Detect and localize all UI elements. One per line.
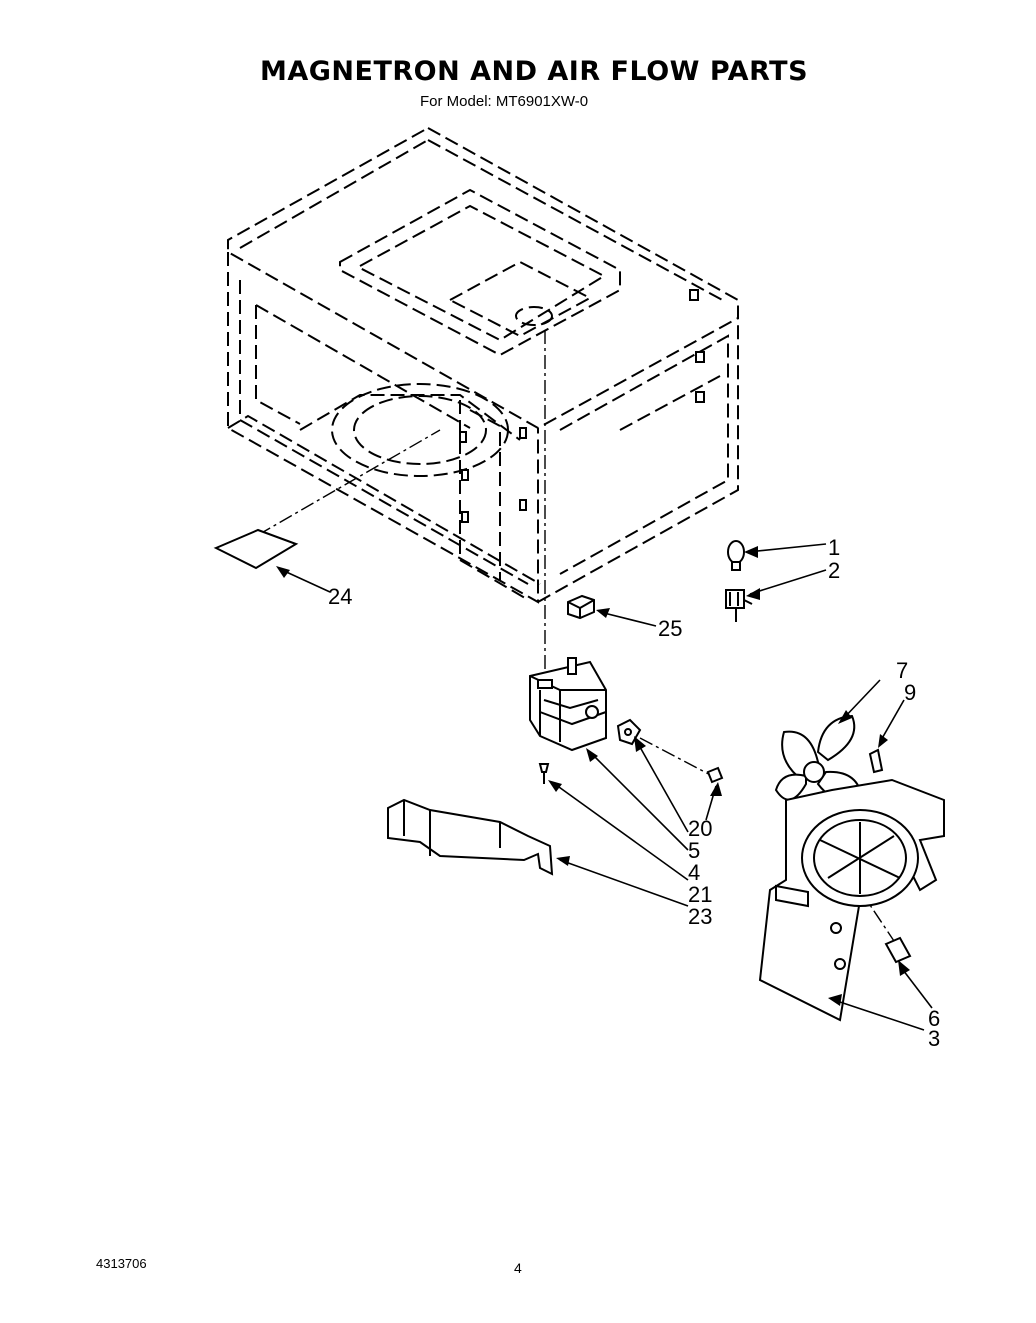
- center-line-24: [257, 429, 441, 536]
- part-3-air-guide: [758, 778, 945, 1022]
- callout-3: 3: [928, 1026, 940, 1051]
- part-9-screw: [868, 748, 884, 774]
- callout-1: 1: [828, 535, 840, 560]
- callout-20: 20: [688, 816, 712, 841]
- callout-6: 6: [928, 1006, 940, 1031]
- part-25-block: [567, 594, 595, 620]
- cavity-outline: [227, 126, 739, 604]
- callout-25: 25: [658, 616, 682, 641]
- callout-24: 24: [328, 584, 352, 609]
- callout-23: 23: [688, 904, 712, 929]
- callout-2: 2: [828, 558, 840, 583]
- callout-9: 9: [904, 680, 916, 705]
- part-21-screw: [538, 763, 550, 784]
- magnetron-assembly: [529, 657, 607, 752]
- page-title: MAGNETRON AND AIR FLOW PARTS: [259, 56, 809, 87]
- callout-21: 21: [688, 882, 712, 907]
- model-subtitle: For Model: MT6901XW-0: [420, 93, 589, 110]
- part-20-fastener: [706, 766, 724, 784]
- callout-7: 7: [896, 658, 908, 683]
- document-number: 4313706: [96, 1256, 147, 1271]
- part-24-cover: [213, 528, 299, 570]
- part-2-lamp-socket: [725, 589, 753, 622]
- page-number: 4: [514, 1260, 522, 1276]
- part-1-lamp: [727, 540, 745, 571]
- callout-5: 5: [688, 838, 700, 863]
- center-line-20: [639, 737, 721, 781]
- part-6-clip: [884, 936, 912, 964]
- callout-4: 4: [688, 860, 700, 885]
- part-23-duct: [387, 798, 554, 876]
